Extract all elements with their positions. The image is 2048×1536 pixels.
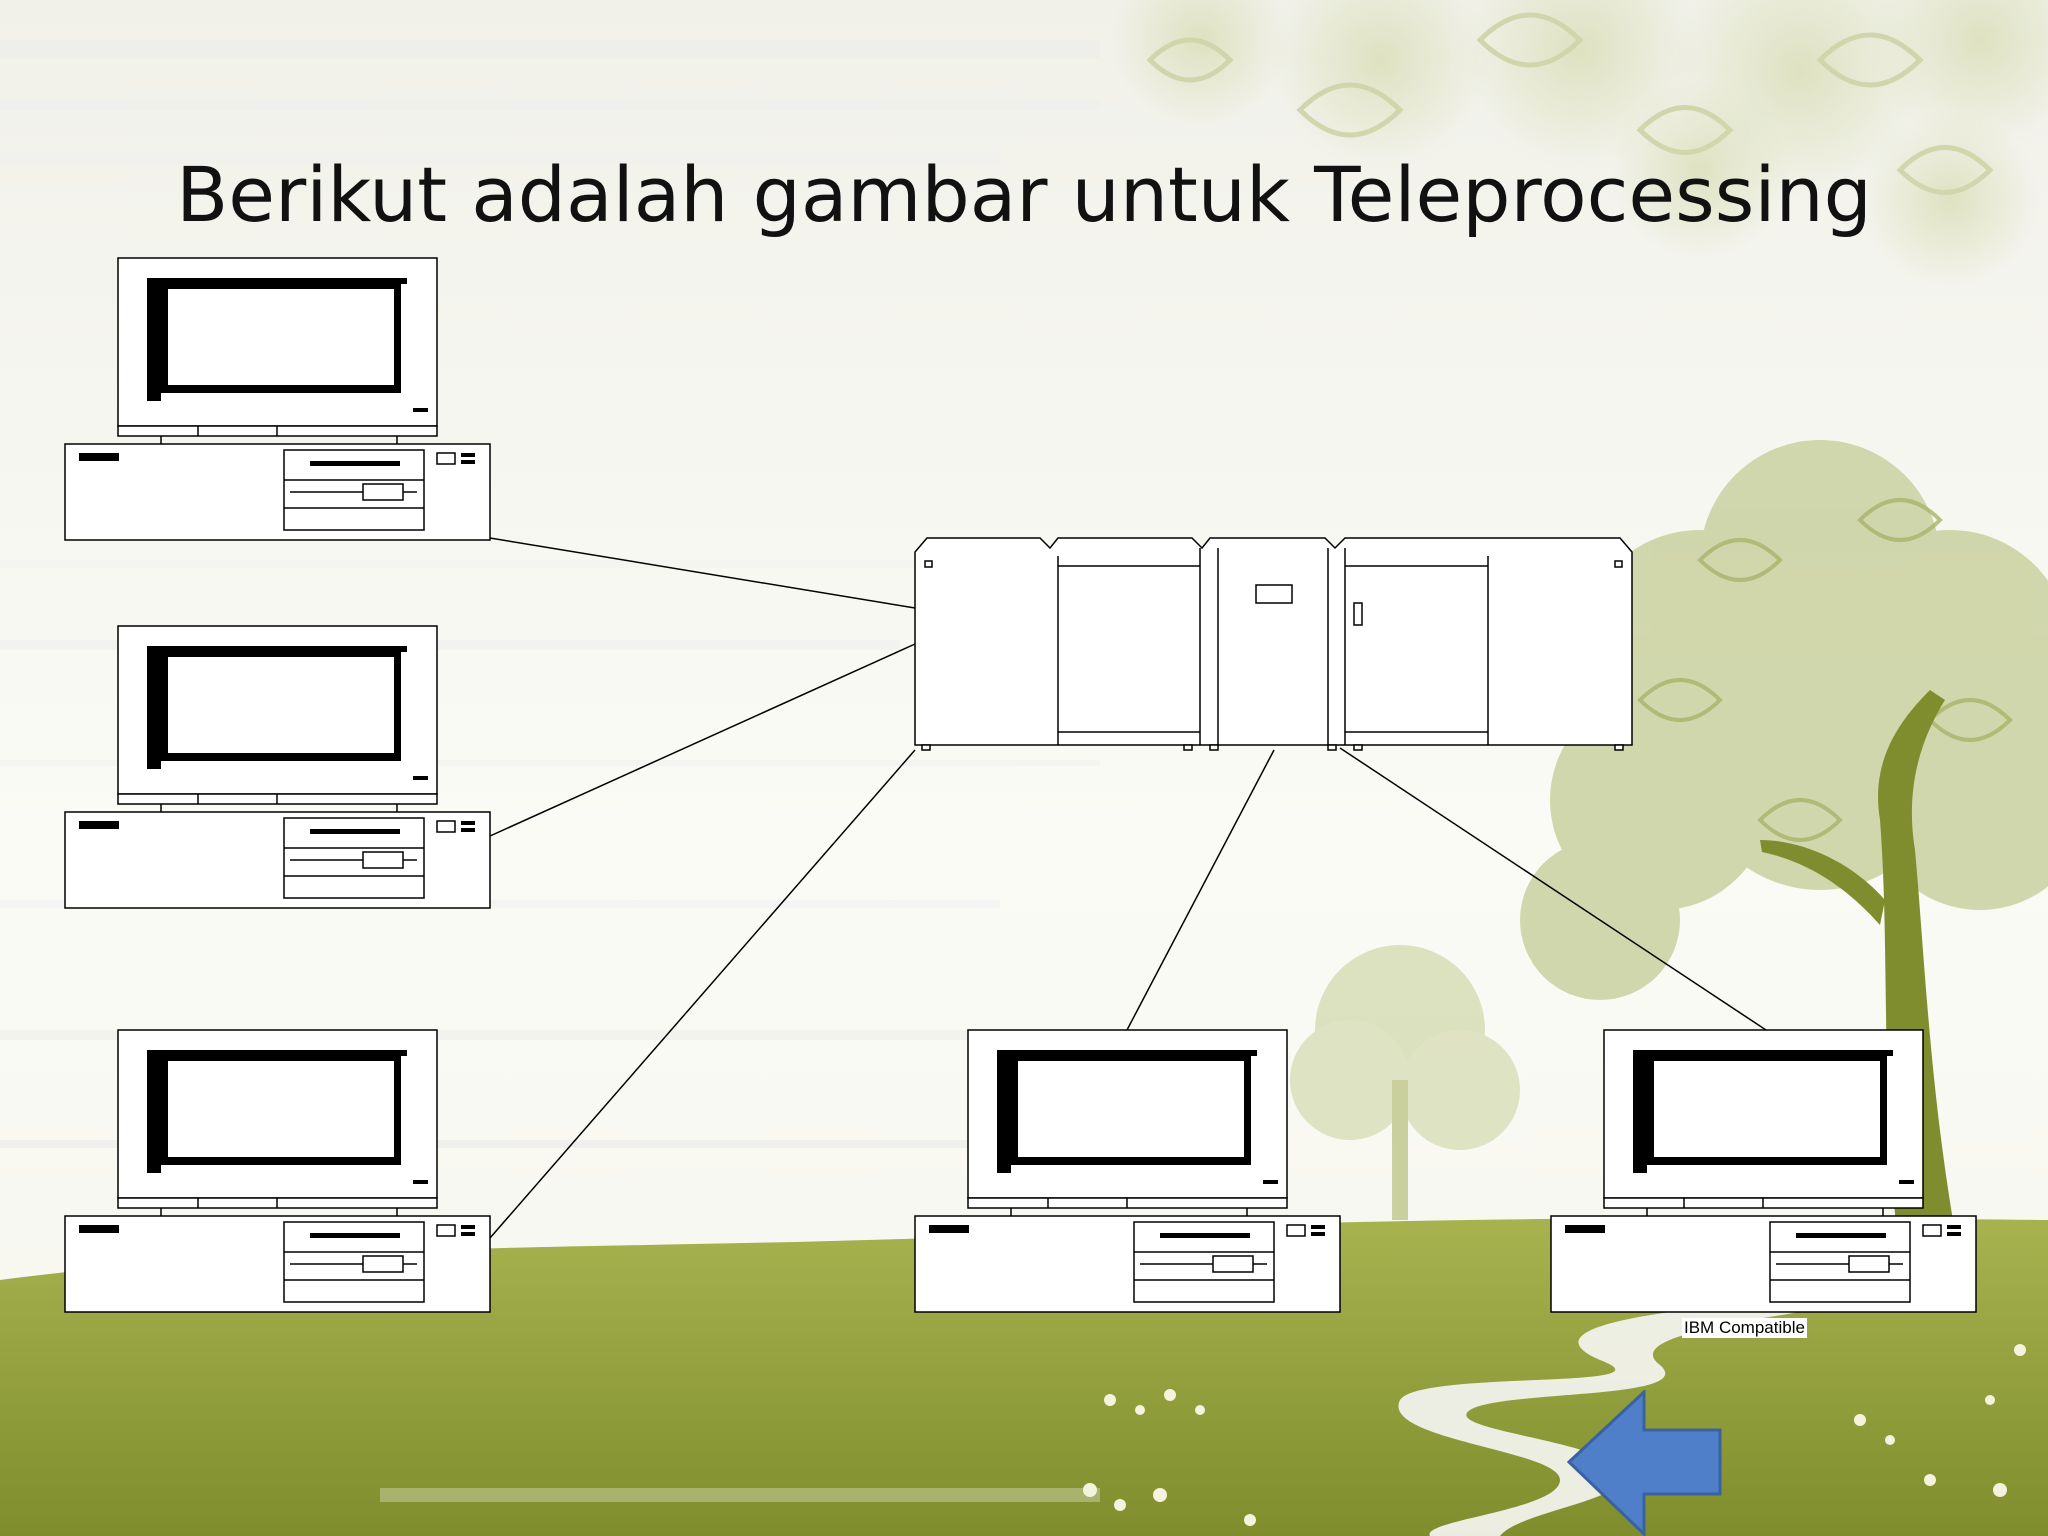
computer-workstation-4 [914,1029,1341,1313]
caption-ibm-compatible: IBM Compatible [1682,1318,1807,1338]
back-button[interactable] [1566,1388,1726,1536]
connection-line [1339,747,1767,1031]
left-arrow-icon [1566,1388,1722,1536]
computer-workstation-1 [64,257,491,541]
connection-line [489,537,916,609]
mainframe-server [914,537,1633,751]
connection-line [489,643,916,837]
computer-workstation-5 [1550,1029,1977,1313]
connection-line [489,749,916,1239]
computer-workstation-2 [64,625,491,909]
slide-title: Berikut adalah gambar untuk Teleprocessi… [176,150,1872,239]
computer-workstation-3 [64,1029,491,1313]
connection-line [1126,749,1275,1031]
